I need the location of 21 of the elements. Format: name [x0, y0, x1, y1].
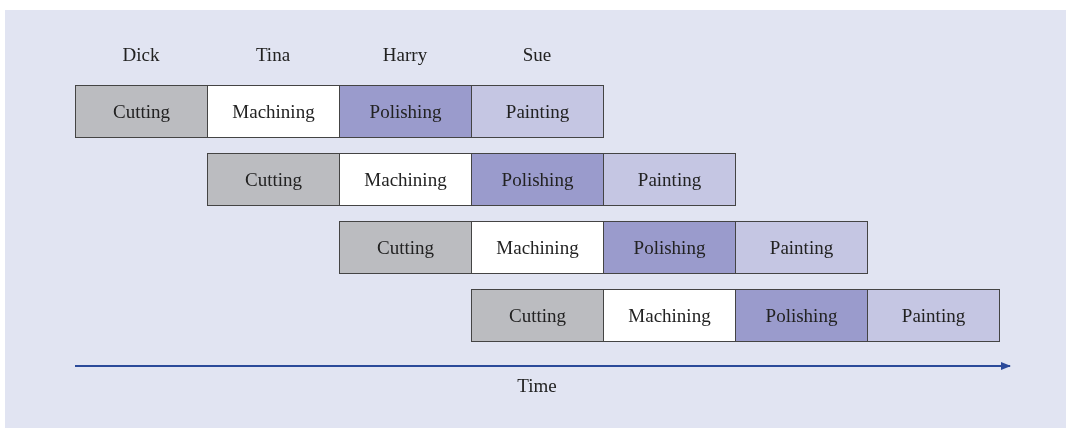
- stage-box: Cutting: [75, 85, 208, 138]
- stage-box: Cutting: [471, 289, 604, 342]
- stage-box: Painting: [735, 221, 868, 274]
- stage-box: Machining: [207, 85, 340, 138]
- stage-box: Cutting: [207, 153, 340, 206]
- stage-box: Polishing: [735, 289, 868, 342]
- worker-name: Sue: [522, 44, 552, 66]
- worker-name: Dick: [122, 44, 160, 66]
- stage-box: Machining: [471, 221, 604, 274]
- stage-box: Polishing: [471, 153, 604, 206]
- worker-name: Tina: [255, 44, 291, 66]
- stage-box: Painting: [603, 153, 736, 206]
- stage-box: Polishing: [603, 221, 736, 274]
- axis-label: Time: [517, 375, 557, 397]
- stage-box: Machining: [603, 289, 736, 342]
- stage-box: Polishing: [339, 85, 472, 138]
- worker-name: Harry: [382, 44, 428, 66]
- stage-box: Cutting: [339, 221, 472, 274]
- stage-box: Painting: [471, 85, 604, 138]
- stage-box: Painting: [867, 289, 1000, 342]
- stage-box: Machining: [339, 153, 472, 206]
